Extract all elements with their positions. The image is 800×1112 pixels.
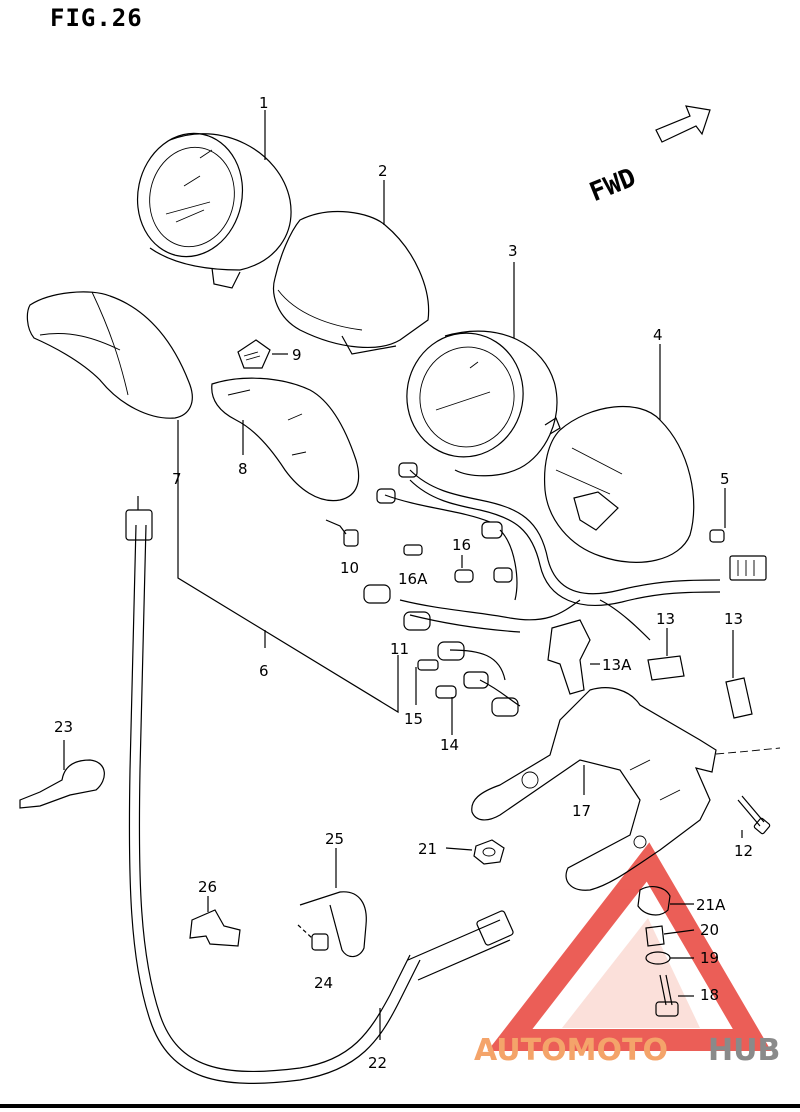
fwd-label: FWD (585, 163, 640, 208)
part-3-tachometer (406, 262, 561, 477)
part-16a-bulb (403, 544, 423, 556)
label-22: 22 (368, 1054, 387, 1072)
label-5: 5 (720, 470, 730, 488)
label-14: 14 (440, 736, 459, 754)
watermark-hub: HUB (708, 1033, 780, 1068)
part-15-bulb (417, 659, 439, 671)
part-16-bulb (454, 569, 474, 583)
part-labels: 1 2 3 4 5 6 7 8 9 10 11 12 13 13 13A 14 … (54, 94, 753, 1072)
part-21a-grommet (637, 886, 671, 916)
label-17: 17 (572, 802, 591, 820)
label-23: 23 (54, 718, 73, 736)
label-25: 25 (325, 830, 344, 848)
label-13a: 13A (602, 656, 632, 674)
label-1: 1 (259, 94, 269, 112)
watermark-automoto: AUTOMOTO (474, 1033, 668, 1068)
part-14-socket (435, 685, 457, 699)
label-12: 12 (734, 842, 753, 860)
label-7: 7 (172, 470, 182, 488)
part-21-nut (445, 839, 505, 865)
watermark-text: AUTOMOTO HUB (474, 1033, 780, 1068)
label-26: 26 (198, 878, 217, 896)
leader-part-7 (177, 420, 399, 714)
label-19: 19 (700, 949, 719, 967)
label-16: 16 (452, 536, 471, 554)
label-8: 8 (238, 460, 248, 478)
part-24-screw (311, 933, 329, 951)
fwd-arrow-icon (655, 105, 711, 143)
part-20-collar (645, 925, 665, 947)
label-2: 2 (378, 162, 388, 180)
part-23-clamp (19, 740, 105, 809)
part-10-screw (325, 519, 359, 547)
hardware-leaders (663, 830, 743, 997)
part-18-bolt (659, 974, 673, 1006)
part-25-clamp (297, 848, 367, 958)
mount-hardware (637, 886, 679, 1017)
wiring-harness (363, 462, 767, 735)
watermark-triangle (487, 842, 772, 1051)
label-10: 10 (340, 559, 359, 577)
label-11: 11 (390, 640, 409, 658)
part-22-speedometer-cable (125, 496, 514, 1084)
label-4: 4 (653, 326, 663, 344)
part-17-bracket (471, 687, 781, 891)
part-7-cover (26, 291, 193, 419)
part-8-meter-panel (211, 377, 360, 502)
label-9: 9 (292, 346, 302, 364)
label-18: 18 (700, 986, 719, 1004)
part-4-tacho-case (543, 344, 695, 563)
figure-title: FIG.26 (50, 4, 143, 32)
part-12-bolt (737, 795, 771, 835)
label-13-b: 13 (724, 610, 743, 628)
forward-indicator: FWD (585, 105, 711, 208)
label-21: 21 (418, 840, 437, 858)
part-2-meter-case (273, 180, 430, 355)
part-13-brackets (547, 619, 753, 719)
part-5-screw (709, 488, 726, 543)
label-16a: 16A (398, 570, 428, 588)
part-9-indicator (237, 339, 288, 369)
label-6: 6 (259, 662, 269, 680)
label-13-a: 13 (656, 610, 675, 628)
label-20: 20 (700, 921, 719, 939)
label-15: 15 (404, 710, 423, 728)
part-1-speedometer (136, 110, 292, 289)
part-26-clip (189, 896, 241, 947)
label-24: 24 (314, 974, 333, 992)
label-3: 3 (508, 242, 518, 260)
label-21a: 21A (696, 896, 726, 914)
connector (729, 555, 767, 581)
